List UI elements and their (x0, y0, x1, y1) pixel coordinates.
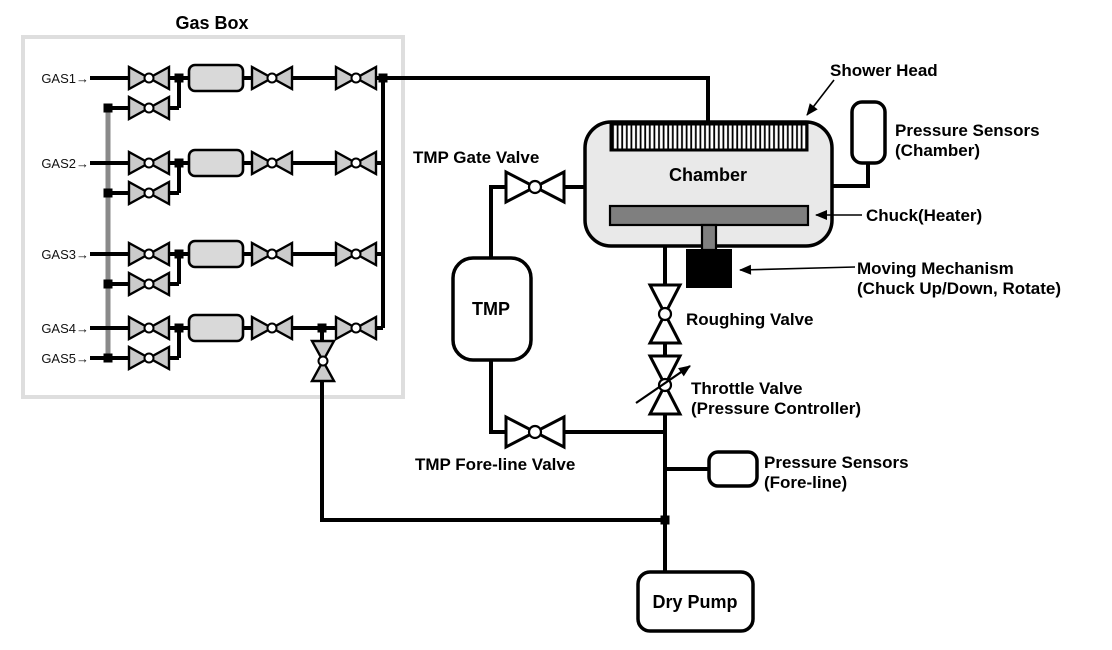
gas2-mfc (187, 148, 245, 178)
chamber-group: Chamber (583, 120, 834, 288)
gas4-mid-valve (250, 315, 294, 341)
gas1-inlet-valve (127, 65, 171, 91)
foreline-sensor-box (707, 450, 759, 488)
pressure-sensor-chamber (832, 100, 887, 188)
gas2-label: GAS2→ (41, 156, 89, 171)
gas1-outlet-valve (334, 65, 378, 91)
tmp-circuit: TMP TMP Gate Valve TMP Fore-line Valve (413, 148, 665, 474)
shower-head (609, 122, 809, 152)
gas4-label: GAS4→ (41, 321, 89, 336)
gas5-label: GAS5→ (41, 351, 89, 366)
chamber-sensor-box (850, 100, 887, 165)
gas1-label: GAS1→ (41, 71, 89, 86)
throttle-valve-label-2: (Pressure Controller) (691, 399, 861, 418)
shower-head-arrow (806, 79, 835, 116)
pressure-sensors-chamber-label-1: Pressure Sensors (895, 121, 1040, 140)
gas3-label: GAS3→ (41, 247, 89, 262)
gas3-purge-valve (127, 271, 171, 297)
gas2-inlet-valve (127, 150, 171, 176)
chamber-label: Chamber (669, 165, 747, 185)
chuck-stem (700, 223, 718, 252)
gas2-mid-valve (250, 150, 294, 176)
gas1-mid-valve (250, 65, 294, 91)
pressure-sensors-chamber-label-2: (Chamber) (895, 141, 980, 160)
moving-mechanism-arrow (739, 264, 856, 275)
moving-mechanism-box (686, 249, 732, 288)
tmp-box (451, 256, 533, 362)
dry-pump: Dry Pump (636, 570, 755, 633)
gas-box: Gas Box (21, 13, 710, 525)
gas3-outlet-valve (334, 241, 378, 267)
gas4-outlet-valve (334, 315, 378, 341)
chuck-label: Chuck(Heater) (866, 206, 982, 225)
gas-output-line (381, 76, 710, 328)
tmp-foreline (489, 360, 665, 434)
tmp-foreline-valve (504, 415, 566, 449)
moving-mechanism-label-2: (Chuck Up/Down, Rotate) (857, 279, 1061, 298)
gasbox-vent-valve (310, 339, 336, 383)
dry-pump-box (636, 570, 755, 633)
pressure-sensors-foreline-label-2: (Fore-line) (764, 473, 847, 492)
chuck-plate (608, 204, 810, 227)
tmp-gate-valve-label: TMP Gate Valve (413, 148, 539, 167)
gas3-inlet-valve (127, 241, 171, 267)
dry-pump-label: Dry Pump (652, 592, 737, 612)
gas1-mfc (187, 63, 245, 93)
gas-box-title: Gas Box (175, 13, 248, 33)
gas3-mfc (187, 239, 245, 269)
gasbox-vent-line (320, 328, 665, 522)
gas-box-outline (21, 35, 405, 399)
tmp-label: TMP (472, 299, 510, 319)
tmp-gate-valve (504, 170, 566, 204)
gas2-purge-valve (127, 180, 171, 206)
pressure-sensors-foreline-label-1: Pressure Sensors (764, 453, 909, 472)
roughing-valve-label: Roughing Valve (686, 310, 814, 329)
shower-head-label: Shower Head (830, 61, 938, 80)
chamber-sensor-stub (832, 163, 870, 188)
gas3-mid-valve (250, 241, 294, 267)
gas4-mfc (187, 313, 245, 343)
tmp-foreline-valve-label: TMP Fore-line Valve (415, 455, 575, 474)
gas2-outlet-valve (334, 150, 378, 176)
throttle-valve (648, 354, 682, 416)
roughing-valve (648, 283, 682, 345)
gas1-purge-valve (127, 95, 171, 121)
throttle-valve-label-1: Throttle Valve (691, 379, 802, 398)
throttle-variable-arrow-icon (635, 365, 691, 404)
annotations: Shower Head Pressure Sensors (Chamber) C… (686, 61, 1061, 492)
gas5-valve (127, 345, 171, 371)
moving-mechanism-label-1: Moving Mechanism (857, 259, 1014, 278)
gas4-inlet-valve (127, 315, 171, 341)
